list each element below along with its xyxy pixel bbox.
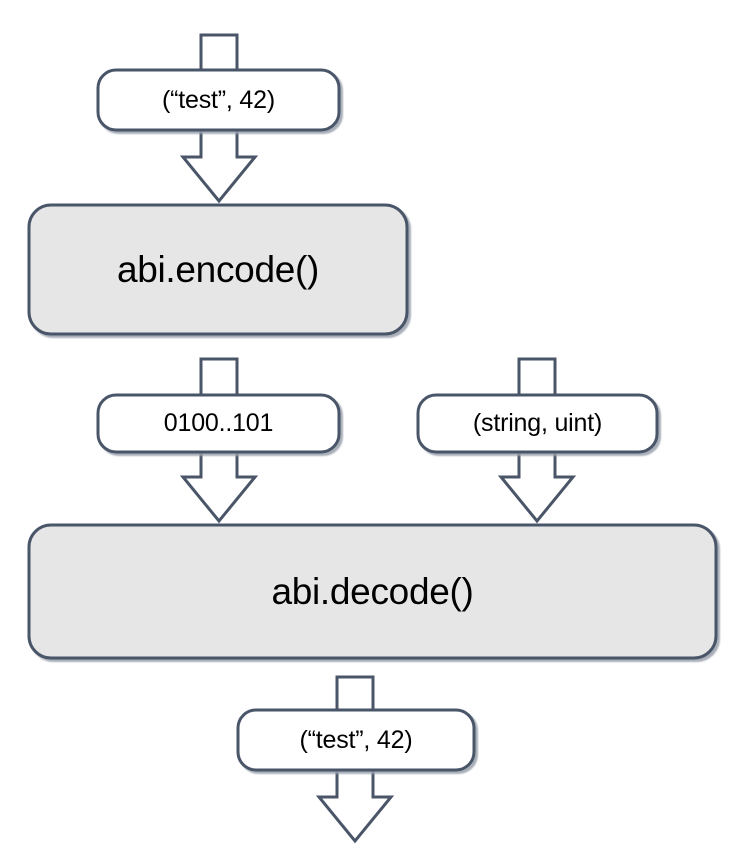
node-type-signature[interactable]: [416, 393, 659, 454]
connector-input-to-encode: [179, 129, 259, 204]
node-input-tuple[interactable]: [96, 68, 341, 132]
connector-encode-to-bytes: [199, 357, 239, 396]
node-output-tuple[interactable]: [236, 708, 476, 772]
connectors-group: [179, 33, 577, 844]
nodes-group: [27, 68, 718, 772]
connector-signature-stub: [517, 357, 557, 396]
node-encoded-bytes[interactable]: [96, 393, 341, 454]
connector-entry-stub: [199, 33, 239, 71]
connector-output-exit: [315, 769, 395, 844]
connector-bytes-to-decode: [179, 451, 259, 524]
connector-decode-to-output: [335, 675, 375, 711]
connector-signature-to-decode: [497, 451, 577, 524]
node-abi-encode[interactable]: [27, 203, 409, 336]
node-abi-decode[interactable]: [27, 523, 718, 660]
